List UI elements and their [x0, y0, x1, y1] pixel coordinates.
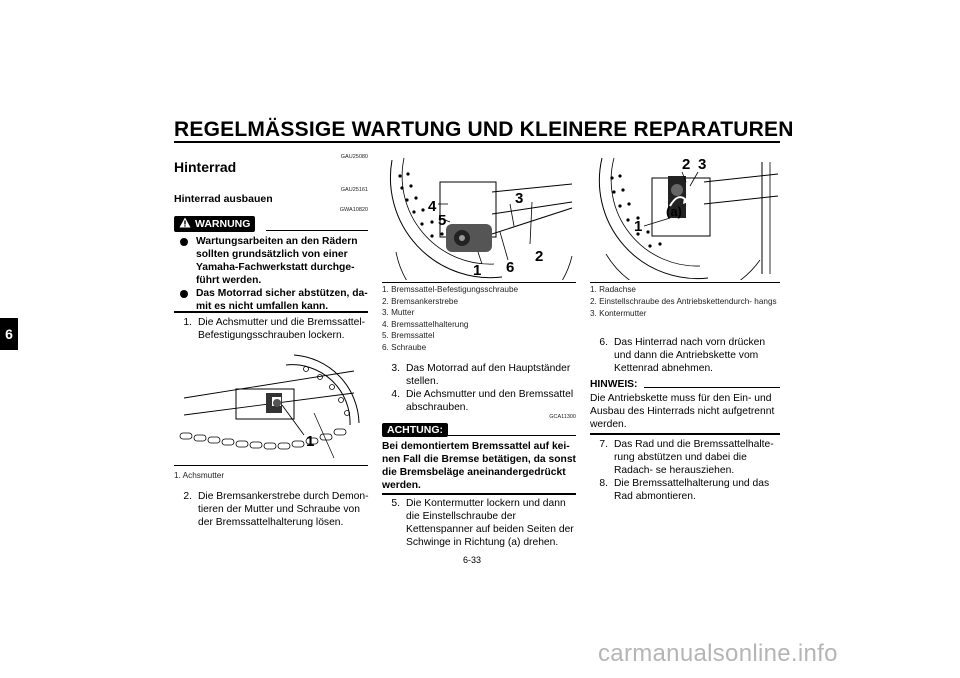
watermark: carmanualsonline.info: [598, 640, 838, 667]
caption-line: 1. Radachse: [590, 285, 636, 294]
warning-header: WARNUNG: [174, 216, 256, 232]
figure-captions: 1. Radachse 2. Einstellschraube des Antr…: [590, 284, 780, 319]
warning-item: Das Motorrad sicher abstützen, da- mit e…: [180, 287, 370, 313]
figure-caption: 1. Achsmutter: [174, 471, 225, 480]
section-code: GAU25080: [340, 154, 368, 160]
figure-brake-caliper: 4 5 3 2 1 6: [382, 152, 576, 280]
callout-1: 1: [306, 433, 315, 450]
bullet-icon: [180, 290, 188, 298]
figure-rule: [590, 282, 780, 283]
caption-line: 4. Bremssattelhalterung: [382, 319, 469, 329]
callout-1: 1: [473, 262, 482, 279]
warning-triangle-icon: [179, 217, 191, 231]
step-2: 2.Die Bremsankerstrebe durch Demon- tier…: [183, 491, 369, 528]
subsection-code: GAU25161: [340, 187, 368, 193]
caution-top-rule: [448, 435, 576, 436]
caption-line: 1. Bremssattel-Befestigungsschraube: [382, 285, 519, 294]
figure-axle-nut: 1: [174, 353, 368, 463]
callout-3: 3: [515, 190, 524, 207]
warning-top-rule: [266, 230, 368, 231]
caption-line: 3. Mutter: [382, 308, 415, 318]
callout-2: 2: [535, 248, 544, 265]
note-label: HINWEIS:: [590, 379, 638, 390]
caution-bottom-rule: [382, 493, 576, 495]
callout-4: 4: [428, 198, 437, 215]
figure-rule: [174, 465, 368, 466]
callout-3: 3: [698, 156, 707, 173]
callout-1: 1: [634, 218, 643, 235]
step-1: 1.Die Achsmutter und die Bremssattel- Be…: [183, 317, 366, 341]
warning-item: Wartungsarbeiten an den Rädern sollten g…: [180, 235, 370, 287]
step-6: 6.Das Hinterrad nach vorn drücken und da…: [599, 337, 766, 374]
bullet-icon: [180, 238, 188, 246]
caution-text: Bei demontiertem Bremssattel auf kei- ne…: [382, 441, 576, 491]
warning-list: Wartungsarbeiten an den Rädern sollten g…: [180, 235, 370, 313]
figure-axle-adjuster: 2 3 1 (a): [590, 152, 780, 280]
caution-badge: ACHTUNG:: [382, 423, 448, 437]
note-bottom-rule: [590, 433, 780, 435]
figure-captions: 1. Bremssattel-Befestigungsschraube 2. B…: [382, 284, 518, 354]
warning-badge: WARNUNG: [174, 216, 256, 232]
callout-6: 6: [506, 259, 515, 276]
caption-line: 3. Kontermutter: [590, 308, 647, 318]
warning-label: WARNUNG: [195, 218, 251, 230]
step-8: 8.Die Bremssattelhalterung und das Rad a…: [599, 478, 770, 502]
caption-line: 6. Schraube: [382, 342, 427, 352]
warning-bottom-rule: [174, 311, 368, 313]
callout-2: 2: [682, 156, 691, 173]
warning-code: GWA10820: [339, 207, 368, 213]
callout-5: 5: [438, 212, 447, 229]
title-rule: [174, 141, 780, 143]
caution-code: GCA11300: [549, 414, 576, 420]
note-top-rule: [644, 387, 780, 388]
note-text: Die Antriebskette muss für den Ein- und …: [590, 393, 775, 430]
step-3: 3.Das Motorrad auf den Hauptständer stel…: [391, 363, 571, 387]
callout-a: (a): [666, 204, 682, 219]
caption-line: 5. Bremssattel: [382, 331, 435, 341]
step-7: 7.Das Rad und die Bremssattelhalte- rung…: [599, 439, 774, 476]
step-4: 4.Die Achsmutter und den Bremssattel abs…: [391, 389, 574, 413]
page-number: 6-33: [463, 555, 482, 565]
figure-rule: [382, 282, 576, 283]
caption-line: 2. Bremsankerstrebe: [382, 296, 458, 306]
step-5: 5.Die Kontermutter lockern und dann die …: [391, 498, 574, 548]
section-heading: Hinterrad: [174, 159, 237, 175]
caption-line: 2. Einstellschraube des Antriebskettendu…: [590, 296, 777, 306]
chapter-tab: 6: [0, 318, 18, 350]
subsection-heading: Hinterrad ausbauen: [174, 193, 273, 205]
page-title: REGELMÄSSIGE WARTUNG UND KLEINERE REPARA…: [174, 118, 794, 141]
